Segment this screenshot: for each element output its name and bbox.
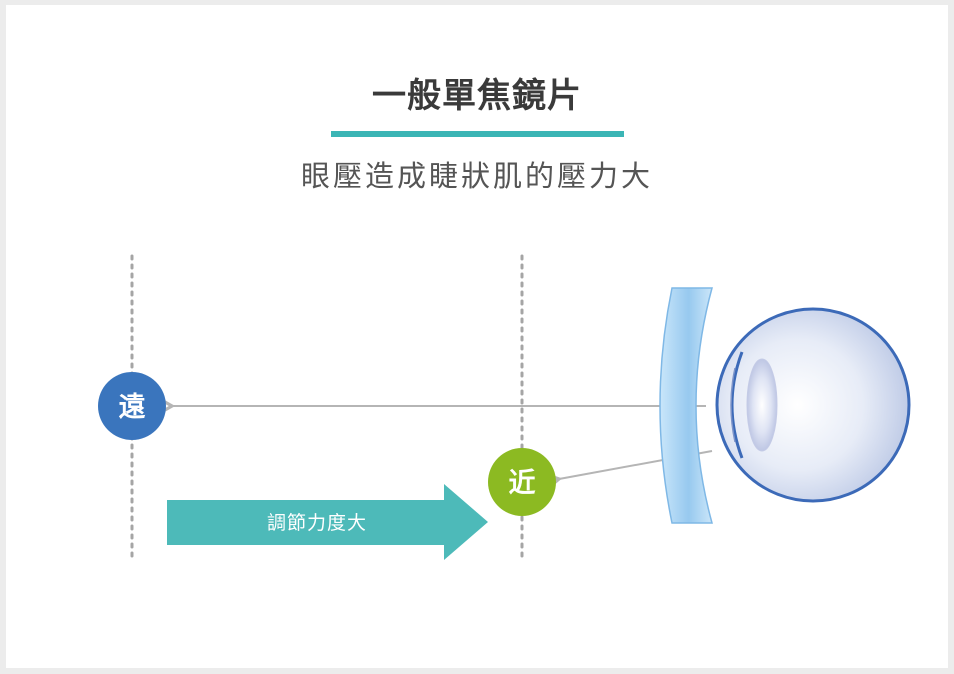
- accommodation-arrow: 調節力度大: [167, 484, 488, 560]
- eye-crystalline-lens: [746, 358, 778, 452]
- near-marker: 近: [488, 448, 556, 516]
- far-label: 遠: [119, 392, 146, 423]
- page-subtitle: 眼壓造成睫狀肌的壓力大: [300, 159, 653, 193]
- page-title: 一般單焦鏡片: [372, 76, 582, 116]
- title-underline: [331, 131, 624, 137]
- eyeball: [715, 307, 911, 503]
- spectacle-lens: [659, 287, 713, 524]
- far-marker: 遠: [98, 372, 166, 440]
- near-label: 近: [509, 468, 536, 499]
- accommodation-arrow-text: 調節力度大: [267, 512, 367, 534]
